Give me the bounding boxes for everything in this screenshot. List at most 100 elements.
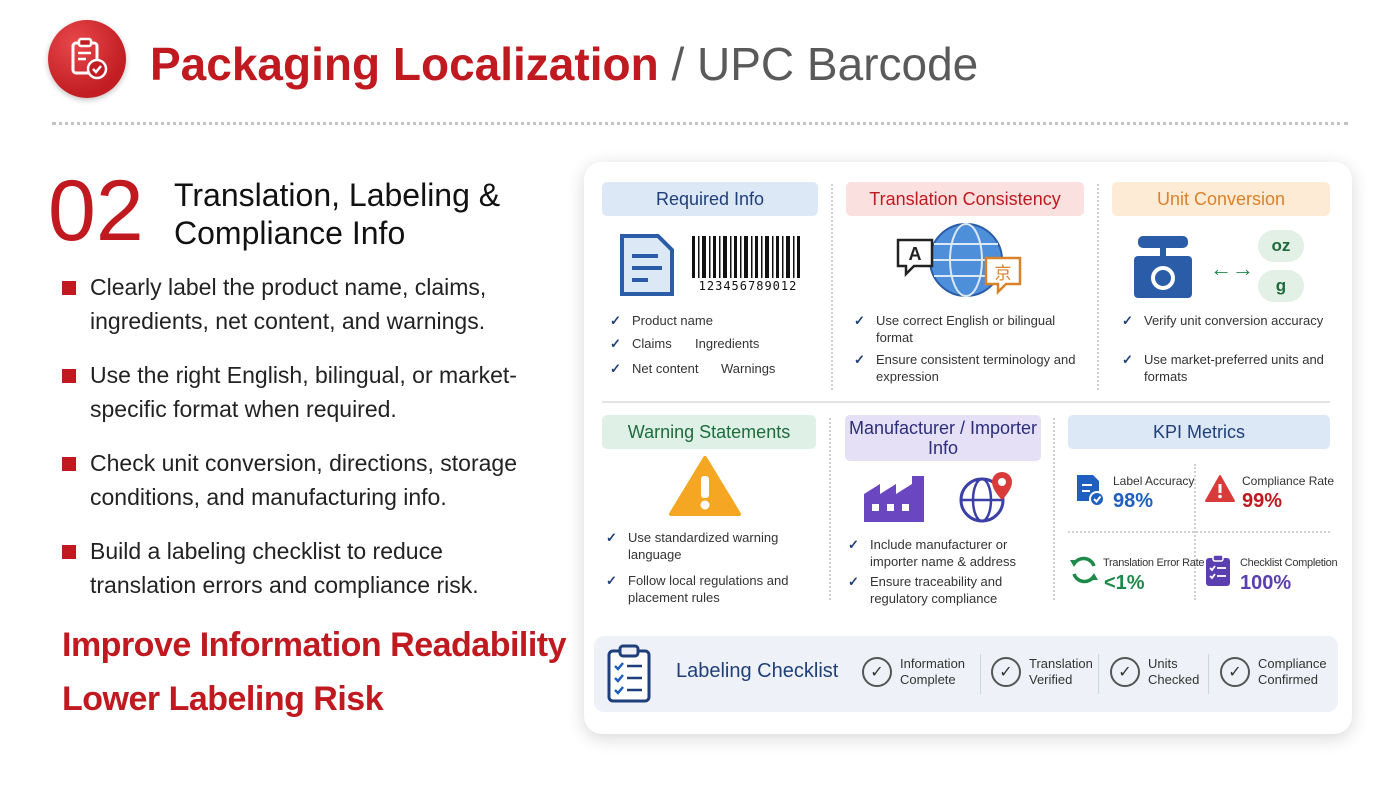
checklist-item: ✓Use correct English or bilingual format xyxy=(854,313,1056,345)
column-divider xyxy=(831,184,833,390)
column-divider xyxy=(829,418,831,600)
kpi-label: Translation Error Rate xyxy=(1103,557,1205,569)
unit-conversion-header: Unit Conversion xyxy=(1112,182,1330,216)
kpi-value: 99% xyxy=(1242,490,1283,512)
kpi-value: <1% xyxy=(1104,572,1145,594)
row-divider xyxy=(602,401,1330,403)
globe-pin-icon xyxy=(959,472,1012,523)
bullet-square-icon xyxy=(62,457,76,471)
manufacturer-info-header: Manufacturer / Importer Info xyxy=(845,415,1041,461)
check-icon: ✓ xyxy=(1122,313,1133,328)
title-separator: / xyxy=(658,38,698,90)
section-title: Translation, Labeling & Compliance Info xyxy=(174,177,501,251)
checklist-separator xyxy=(980,654,981,694)
info-card: Required Info 123456789012 ✓Product name… xyxy=(584,162,1352,734)
checklist-item: ✓Use standardized warning language xyxy=(606,530,779,562)
title-main: Packaging Localization xyxy=(150,38,659,90)
bullet-square-icon xyxy=(62,281,76,295)
factory-icon xyxy=(864,476,924,522)
checklist-item: ✓Verify unit conversion accuracy xyxy=(1122,313,1324,328)
bullet-square-icon xyxy=(62,369,76,383)
warning-statements-header: Warning Statements xyxy=(602,415,816,449)
title-sub: UPC Barcode xyxy=(697,38,979,90)
check-circle-icon: ✓ xyxy=(1220,657,1250,687)
kpi-label: Compliance Rate xyxy=(1242,474,1335,488)
logo xyxy=(48,20,126,98)
bullet-text: Clearly label the product name, claims, … xyxy=(90,274,487,334)
check-icon: ✓ xyxy=(610,313,621,328)
bullet-text: Build a labeling checklist to reduce tra… xyxy=(90,538,479,598)
barcode-icon xyxy=(692,236,800,278)
kpi-value: 100% xyxy=(1240,572,1292,594)
label-accuracy-icon xyxy=(1077,475,1105,507)
translation-consistency-header: Translation Consistency xyxy=(846,182,1084,216)
compliance-warning-icon xyxy=(1205,475,1235,502)
checklist-separator xyxy=(1098,654,1099,694)
labeling-checklist-title: Labeling Checklist xyxy=(676,660,839,682)
check-icon: ✓ xyxy=(848,537,859,552)
check-circle-icon: ✓ xyxy=(1110,657,1140,687)
column-divider xyxy=(1053,418,1055,600)
barcode-number: 123456789012 xyxy=(698,279,798,293)
checklist-item: ✓Claims xyxy=(610,336,672,351)
kpi-label: Checklist Completion xyxy=(1240,557,1338,569)
check-circle-icon: ✓ xyxy=(991,657,1021,687)
bullet-item: Clearly label the product name, claims, … xyxy=(62,270,532,338)
bullet-item: Build a labeling checklist to reduce tra… xyxy=(62,534,532,602)
refresh-icon xyxy=(1070,556,1098,584)
page-title: Packaging Localization / UPC Barcode xyxy=(150,34,978,94)
kpi-metrics-header: KPI Metrics xyxy=(1068,415,1330,449)
clipboard-check-icon xyxy=(71,37,108,80)
checklist-item: ✓Ensure consistent terminology and expre… xyxy=(854,352,1076,384)
check-icon: ✓ xyxy=(854,352,865,367)
bullet-square-icon xyxy=(62,545,76,559)
check-circle-icon: ✓ xyxy=(862,657,892,687)
required-info-header: Required Info xyxy=(602,182,818,216)
tagline-readability: Improve Information Readability xyxy=(62,626,567,664)
unit-g-badge: g xyxy=(1258,270,1304,302)
checklist-item: Ingredients xyxy=(695,336,760,351)
check-icon: ✓ xyxy=(1122,352,1133,367)
checklist-item: ✓Product name xyxy=(610,313,713,328)
checklist-completion-icon xyxy=(1206,554,1230,586)
tagline-risk: Lower Labeling Risk xyxy=(62,680,384,718)
column-divider xyxy=(1097,184,1099,390)
checklist-separator xyxy=(1208,654,1209,694)
convert-arrow-icon: ←→ xyxy=(1210,256,1254,281)
kpi-divider xyxy=(1068,531,1330,533)
glyph-a: A xyxy=(909,244,922,264)
check-icon: ✓ xyxy=(610,361,621,376)
translation-globe-icon: A 京 xyxy=(896,223,1022,297)
unit-oz-badge: oz xyxy=(1258,230,1304,262)
bullet-item: Check unit conversion, directions, stora… xyxy=(62,446,532,514)
check-icon: ✓ xyxy=(854,313,865,328)
document-icon xyxy=(620,234,674,296)
check-icon: ✓ xyxy=(606,530,617,545)
checklist-item: Warnings xyxy=(721,361,776,376)
checklist-item: ✓Ensure traceability and regulatory comp… xyxy=(848,574,1003,606)
bullet-list: Clearly label the product name, claims, … xyxy=(62,270,532,622)
bullet-text: Use the right English, bilingual, or mar… xyxy=(90,362,517,422)
kpi-label: Label Accuracy xyxy=(1113,474,1195,488)
bullet-item: Use the right English, bilingual, or mar… xyxy=(62,358,532,426)
glyph-b: 京 xyxy=(995,264,1012,284)
bullet-text: Check unit conversion, directions, stora… xyxy=(90,450,517,510)
check-icon: ✓ xyxy=(606,573,617,588)
check-icon: ✓ xyxy=(610,336,621,351)
kpi-value: 98% xyxy=(1113,490,1154,512)
warning-triangle-icon xyxy=(669,456,741,516)
clipboard-icon xyxy=(607,644,651,703)
checklist-item: ✓Use market-preferred units and formats xyxy=(1122,352,1324,384)
checklist-item: ✓Net content xyxy=(610,361,699,376)
check-icon: ✓ xyxy=(848,574,859,589)
section-number: 02 xyxy=(48,163,144,259)
header-divider xyxy=(52,122,1348,125)
scale-icon xyxy=(1134,236,1192,298)
checklist-item: ✓Follow local regulations and placement … xyxy=(606,573,789,605)
checklist-item: ✓Include manufacturer or importer name &… xyxy=(848,537,1016,569)
